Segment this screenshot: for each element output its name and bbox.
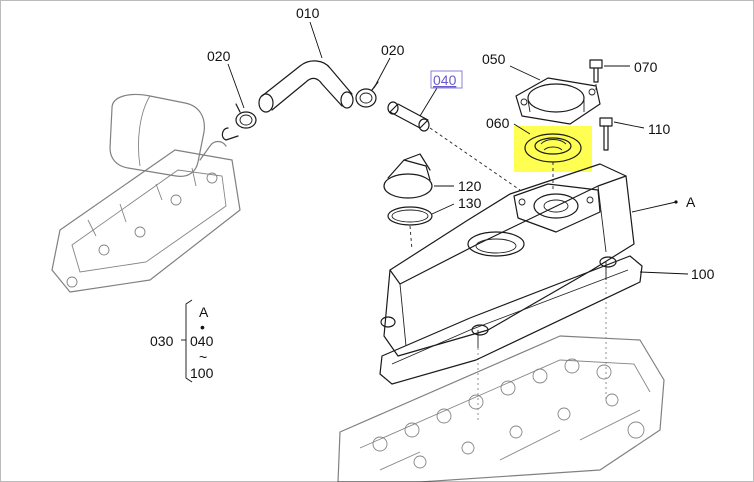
callout-020-right[interactable]: 020 xyxy=(381,42,405,58)
assembly-legend: A • 030 040 ~ 100 xyxy=(150,299,214,383)
callout-A[interactable]: A xyxy=(686,194,696,210)
bolt-110 xyxy=(599,117,613,151)
legend-top: A xyxy=(199,304,209,320)
callout-070[interactable]: 070 xyxy=(634,59,658,75)
legend-assembly-030[interactable]: 030 xyxy=(150,333,174,349)
callout-130[interactable]: 130 xyxy=(458,195,482,211)
legend-tilde: ~ xyxy=(199,349,207,365)
leader-lines xyxy=(227,21,689,275)
callout-040-link[interactable]: 040 xyxy=(433,72,457,88)
callout-110[interactable]: 110 xyxy=(648,121,671,137)
callout-050[interactable]: 050 xyxy=(482,51,506,67)
hose-clamp-left xyxy=(235,103,257,129)
cylinder-head xyxy=(337,262,665,482)
bolt-070 xyxy=(589,59,603,83)
cylinder-head-cover xyxy=(380,163,635,357)
pipe-stub xyxy=(221,127,239,141)
callout-060[interactable]: 060 xyxy=(486,115,510,131)
callout-010[interactable]: 010 xyxy=(296,5,320,21)
o-ring xyxy=(387,206,433,226)
callout-labels: 010 020 020 040 050 070 060 110 120 130 … xyxy=(207,5,715,282)
legend-dot: • xyxy=(200,319,205,335)
legend-040: 040 xyxy=(190,333,214,349)
legend-100: 100 xyxy=(190,365,214,381)
callout-040-box xyxy=(430,70,463,89)
oil-filler-cap xyxy=(383,153,433,199)
callout-100[interactable]: 100 xyxy=(691,266,715,282)
breather-hose xyxy=(258,60,354,113)
breather-cover xyxy=(515,77,601,125)
intake-manifold xyxy=(51,93,241,293)
cover-gasket xyxy=(379,255,643,385)
diaphragm-highlighted xyxy=(514,126,592,172)
callout-120[interactable]: 120 xyxy=(458,178,482,194)
part-highlight xyxy=(514,126,592,172)
breather-pipe xyxy=(387,101,430,132)
callout-020-left[interactable]: 020 xyxy=(207,48,231,64)
